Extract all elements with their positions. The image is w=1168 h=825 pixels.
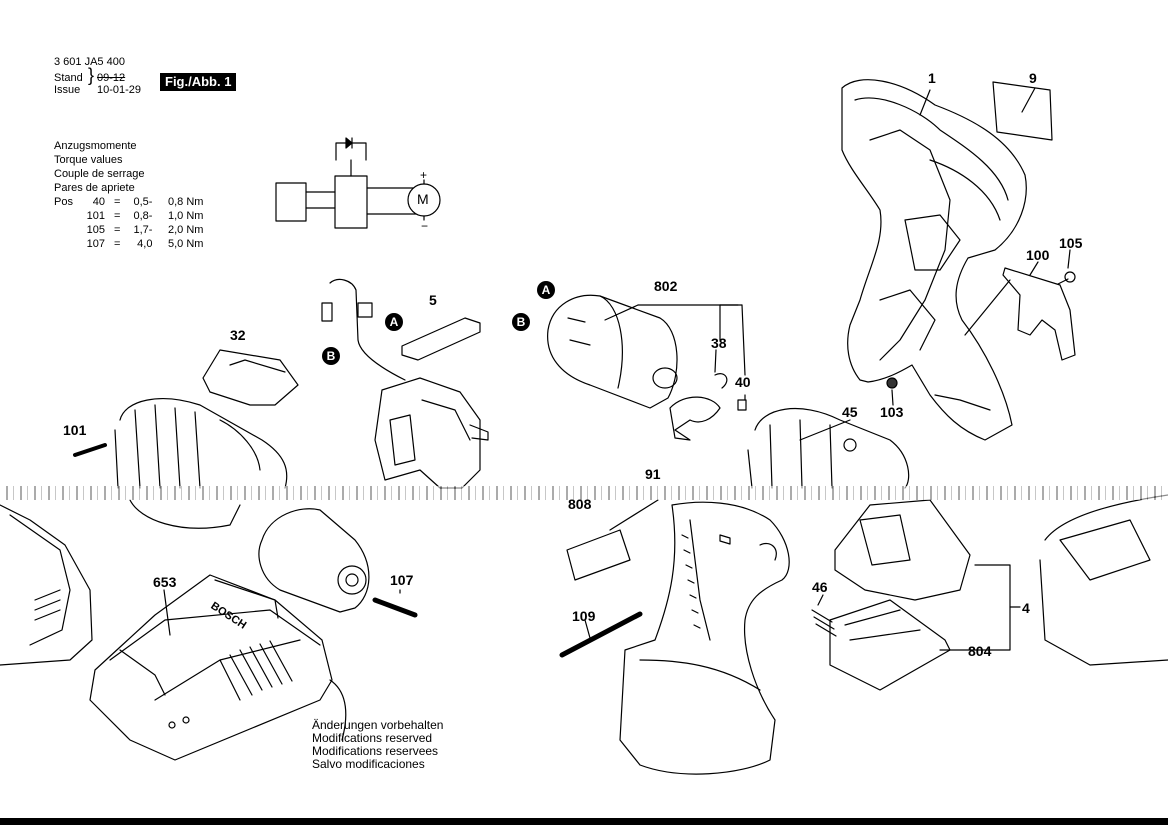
old-date: 09-12 xyxy=(97,72,126,84)
motor-symbol: M xyxy=(417,191,429,207)
marker-b-motor: B xyxy=(512,313,530,331)
part-label-38: 38 xyxy=(711,335,727,351)
disclaimer-fr: Modifications reservees xyxy=(312,744,439,758)
torque-row: 101 = 0,8- 1,0 Nm xyxy=(54,209,206,223)
torque-min: 0,8- xyxy=(133,210,153,222)
part-label-808: 808 xyxy=(568,496,592,512)
disclaimer-de: Änderungen vorbehalten xyxy=(312,718,444,732)
figure-label: Fig./Abb. 1 xyxy=(160,73,237,91)
part-label-109: 109 xyxy=(572,608,596,624)
gearbox-lower xyxy=(129,499,241,529)
torque-title-es: Pares de apriete xyxy=(54,182,135,194)
pos-label: Pos xyxy=(54,196,73,208)
switch-outline xyxy=(321,278,489,489)
torque-pos: 107 xyxy=(86,238,105,250)
marker-a-motor: A xyxy=(537,281,555,299)
handle-outline xyxy=(619,501,790,775)
torque-eq: = xyxy=(114,238,121,250)
torque-eq: = xyxy=(114,210,121,222)
marker-a-switch: A xyxy=(385,313,403,331)
part-label-1: 1 xyxy=(928,70,936,86)
torque-row: 105 = 1,7- 2,0 Nm xyxy=(54,223,206,237)
part-label-107: 107 xyxy=(390,572,414,588)
part-label-45: 45 xyxy=(842,404,858,420)
part-label-9: 9 xyxy=(1029,70,1037,86)
electronics-outline xyxy=(811,499,971,691)
part-label-103: 103 xyxy=(880,404,904,420)
torque-pos: 105 xyxy=(86,224,105,236)
torque-table: Pos 40 = 0,5- 0,8 Nm 101 = 0,8- 1,0 Nm 1… xyxy=(54,195,206,251)
torque-title-en: Torque values xyxy=(54,154,123,166)
label-plate xyxy=(992,81,1053,141)
scan-bottom-edge xyxy=(0,818,1168,825)
part-label-4: 4 xyxy=(1022,600,1030,616)
torque-min: 4,0 xyxy=(137,238,153,250)
plus-sign: + xyxy=(420,168,428,182)
label-808 xyxy=(566,529,631,581)
part-label-804: 804 xyxy=(968,643,992,659)
marker-b-switch: B xyxy=(322,347,340,365)
issue-date: 10-01-29 xyxy=(97,84,142,96)
torque-pos: 101 xyxy=(86,210,105,222)
torque-min: 1,7- xyxy=(133,224,153,236)
battery-left-outline xyxy=(0,504,93,666)
gearbox-outline xyxy=(114,398,288,489)
disclaimer-es: Salvo modificaciones xyxy=(312,757,425,771)
torque-max: 2,0 Nm xyxy=(167,224,204,236)
torque-row: Pos 40 = 0,5- 0,8 Nm xyxy=(54,195,206,209)
part-label-5: 5 xyxy=(429,292,437,308)
bracket xyxy=(669,396,721,441)
minus-sign: − xyxy=(421,219,429,233)
scan-seam xyxy=(0,486,1168,500)
chuck-outline xyxy=(258,508,370,613)
gearbox-45-outline xyxy=(747,408,910,489)
part-label-91: 91 xyxy=(645,466,661,482)
disclaimer-en: Modifications reserved xyxy=(312,731,433,745)
part-label-802: 802 xyxy=(654,278,678,294)
housing-half-outline xyxy=(841,79,1027,441)
part-label-40: 40 xyxy=(735,374,751,390)
torque-row: 107 = 4,0 5,0 Nm xyxy=(54,237,206,251)
part-number: 3 601 JA5 400 xyxy=(54,56,125,68)
torque-max: 1,0 Nm xyxy=(167,210,204,222)
issue-label: Issue xyxy=(54,84,81,96)
disclaimer: Änderungen vorbehalten Modifications res… xyxy=(312,719,443,771)
circuit-schematic xyxy=(275,137,441,229)
torque-block: Anzugsmomente Torque values Couple de se… xyxy=(54,139,206,251)
charger-outline xyxy=(89,574,347,761)
part-label-100: 100 xyxy=(1026,247,1050,263)
part-label-653: 653 xyxy=(153,574,177,590)
torque-eq: = xyxy=(114,224,121,236)
stand-label: Stand xyxy=(54,72,83,84)
part-label-32: 32 xyxy=(230,327,246,343)
torque-title-de: Anzugsmomente xyxy=(54,140,137,152)
torque-title-fr: Couple de serrage xyxy=(54,168,145,180)
torque-eq: = xyxy=(114,196,121,208)
brace: } xyxy=(88,65,95,85)
battery-right-outline xyxy=(1039,494,1168,666)
torque-pos: 40 xyxy=(92,196,105,208)
torque-max: 0,8 Nm xyxy=(167,196,204,208)
motor-outline xyxy=(547,294,678,409)
torque-max: 5,0 Nm xyxy=(167,238,204,250)
part-label-101: 101 xyxy=(63,422,87,438)
torque-min: 0,5- xyxy=(133,196,153,208)
part-label-105: 105 xyxy=(1059,235,1083,251)
part-label-46: 46 xyxy=(812,579,828,595)
